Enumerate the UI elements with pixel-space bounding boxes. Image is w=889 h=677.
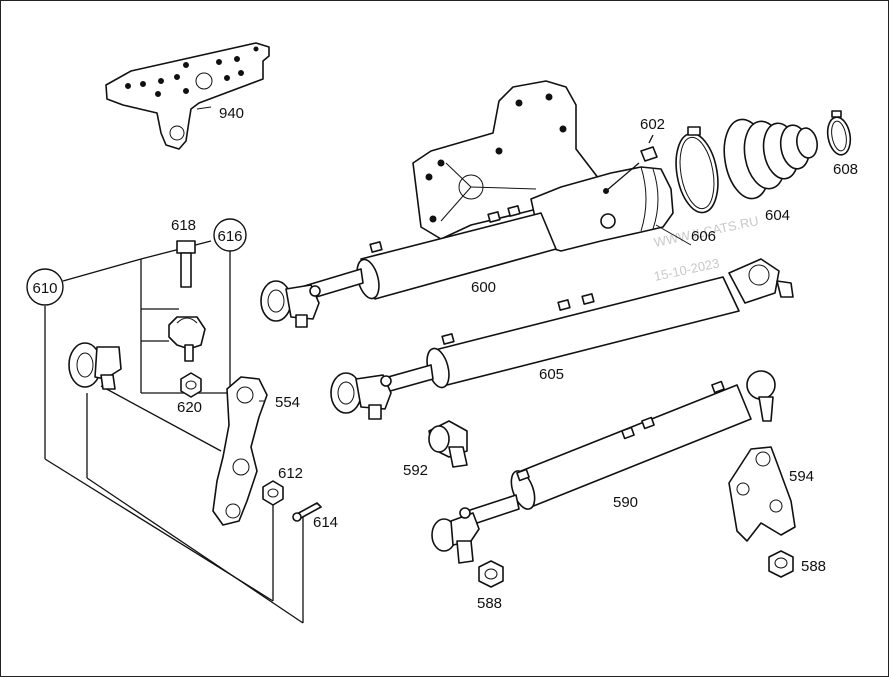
label-618: 618 [171,217,196,234]
part-614-cotter-pin[interactable] [292,502,322,522]
label-554: 554 [275,394,300,411]
callout-circle-616 [213,218,247,252]
label-608: 608 [833,161,858,178]
part-620-nut[interactable] [180,372,202,398]
part-592-hose-fitting[interactable] [428,420,468,468]
part-590-steering-cylinder[interactable] [431,370,776,564]
part-604-bellows-boot[interactable] [718,116,819,202]
part-588-nut-lower[interactable] [478,560,504,588]
label-605: 605 [539,366,564,383]
label-604: 604 [765,207,790,224]
label-940: 940 [219,105,244,122]
label-612: 612 [278,465,303,482]
part-588-nut-right[interactable] [768,550,794,578]
label-610: 610 [32,280,57,297]
callout-circle-610 [26,268,64,306]
label-614: 614 [313,514,338,531]
callout-bracket-616 [140,251,231,394]
part-618-bolt[interactable] [176,240,196,288]
label-592: 592 [403,462,428,479]
part-602-grease-fitting[interactable] [605,134,658,192]
label-594: 594 [789,468,814,485]
part-616-clamp[interactable] [168,316,206,362]
label-588-right: 588 [801,558,826,575]
part-606-clamp-ring[interactable] [670,126,723,216]
part-554-pitman-arm[interactable] [212,376,268,526]
label-600: 600 [471,279,496,296]
label-588-lower: 588 [477,595,502,612]
part-594-mounting-bracket[interactable] [728,446,796,542]
part-labels: 940 618 616 610 620 554 612 614 602 606 … [32,105,858,612]
part-940-bracket-plate[interactable] [105,42,270,150]
label-590: 590 [613,494,638,511]
part-600-steering-housing[interactable] [260,80,674,328]
part-610-ball-joint[interactable] [68,342,122,390]
label-620: 620 [177,399,202,416]
label-606: 606 [691,228,716,245]
leader-lines [196,106,692,402]
callout-bracket-610 [44,240,304,624]
label-602: 602 [640,116,665,133]
part-605-steering-damper[interactable] [330,258,794,420]
label-616: 616 [217,228,242,245]
part-612-nut[interactable] [262,480,284,506]
part-608-small-clamp[interactable] [825,110,853,157]
